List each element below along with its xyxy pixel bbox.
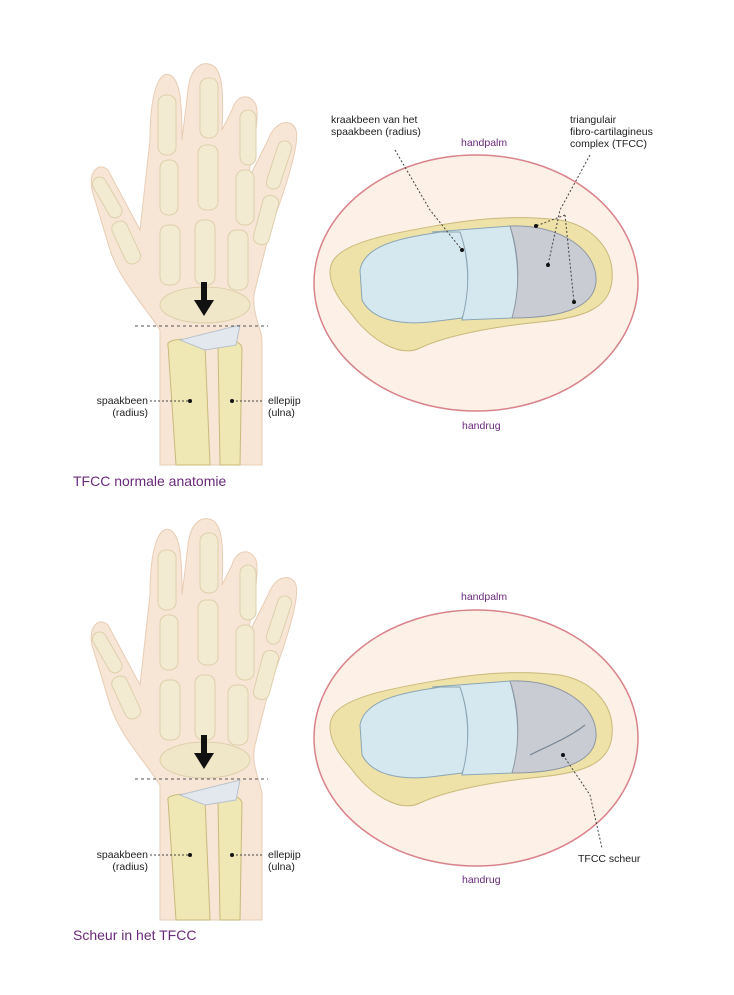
normal-anatomy-illustration [90,63,639,466]
label-radius: spaakbeen (radius) [96,849,148,873]
tfcc-tear-illustration [90,518,639,921]
tfcc-shape [509,680,597,774]
forearm-bones [167,779,243,921]
arrow-down-icon [194,282,214,316]
forearm-bones [167,324,243,466]
label-ulna: ellepijp (ulna) [268,849,301,873]
normal-anatomy-panel: kraakbeen van het spaakbeen (radius) tri… [73,63,653,489]
label-handrug: handrug [462,420,501,432]
label-handpalm: handpalm [461,137,508,149]
label-radius-cartilage: kraakbeen van het spaakbeen (radius) [331,114,421,138]
arrow-down-icon [194,735,214,769]
label-handrug: handrug [462,874,501,886]
radius-cartilage-right [431,680,519,776]
tfcc-tear-panel: handpalm handrug TFCC scheur spaakbeen (… [0,455,734,995]
cross-section [313,609,639,867]
tfcc-shape [509,225,597,319]
hand-bones [92,532,293,779]
label-handpalm: handpalm [461,591,508,603]
caption: TFCC normale anatomie [73,473,227,489]
caption: Scheur in het TFCC [73,927,197,943]
radius-cartilage-right [431,225,519,321]
tear-line [529,724,586,756]
label-ulna: ellepijp (ulna) [268,395,301,419]
label-radius: spaakbeen (radius) [96,395,148,419]
label-tfcc-tear: TFCC scheur [578,853,641,865]
hand-bones [92,77,293,324]
cross-section [313,149,639,412]
label-tfcc: triangulair fibro-cartilagineus complex … [570,114,653,150]
